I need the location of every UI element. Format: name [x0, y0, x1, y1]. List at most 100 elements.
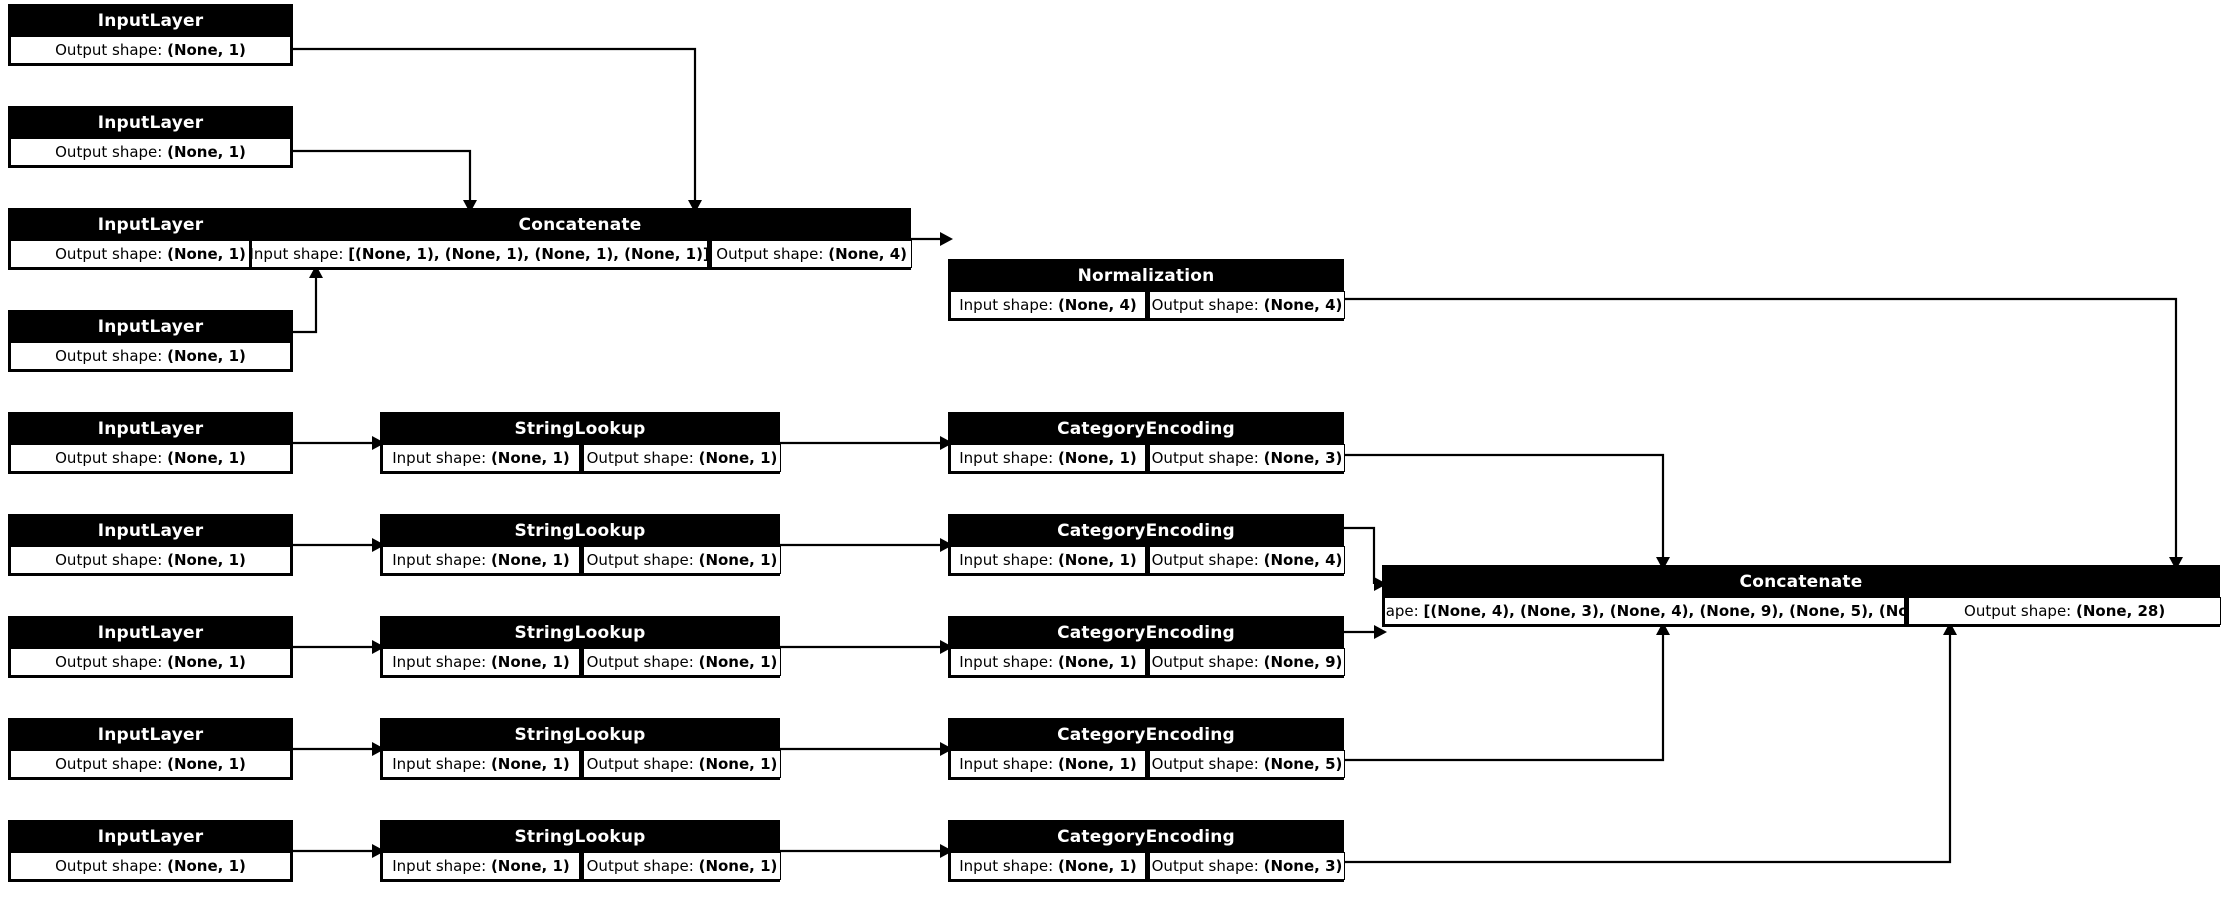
shape-label: Input shape: — [392, 755, 491, 773]
shape-label: Output shape: — [55, 41, 168, 59]
node-title-input_5: InputLayer — [10, 414, 291, 444]
node-shapes-input_1: Output shape: (None, 1) — [10, 36, 291, 64]
node-title-normalization: Normalization — [950, 261, 1342, 291]
shape-label: Input shape: — [392, 653, 491, 671]
shape-value: [(None, 1), (None, 1), (None, 1), (None,… — [348, 245, 709, 263]
shape-label: Input shape: — [959, 653, 1058, 671]
node-shapes-catenc_1: Input shape: (None, 1)Output shape: (Non… — [950, 444, 1345, 472]
shape-label: Output shape: — [55, 449, 168, 467]
shape-value: (None, 1) — [490, 857, 570, 875]
shape-label: Output shape: — [55, 551, 168, 569]
node-shapes-input_4: Output shape: (None, 1) — [10, 342, 291, 370]
shape-value: (None, 1) — [167, 41, 246, 59]
node-title-input_2: InputLayer — [10, 108, 291, 138]
node-title-catenc_3: CategoryEncoding — [950, 618, 1342, 648]
node-title-lookup_1: StringLookup — [382, 414, 778, 444]
e-input4-concatnum — [293, 278, 318, 334]
input-shape-catenc_1: Input shape: (None, 1) — [950, 444, 1146, 472]
shape-label: Output shape: — [55, 653, 168, 671]
shape-value: (None, 1) — [167, 347, 246, 365]
shape-value: (None, 1) — [1057, 755, 1137, 773]
output-shape-catenc_4: Output shape: (None, 5) — [1149, 750, 1345, 778]
output-shape-input_6: Output shape: (None, 1) — [10, 546, 291, 574]
input-shape-catenc_2: Input shape: (None, 1) — [950, 546, 1146, 574]
shape-value: (None, 28) — [2076, 602, 2166, 620]
shape-value: (None, 1) — [167, 143, 246, 161]
shape-label: Input shape: — [392, 551, 491, 569]
e-catenc1-concatall — [1344, 453, 1665, 557]
node-title-lookup_4: StringLookup — [382, 720, 778, 750]
output-shape-input_1: Output shape: (None, 1) — [10, 36, 291, 64]
output-shape-catenc_5: Output shape: (None, 3) — [1149, 852, 1345, 880]
node-title-input_6: InputLayer — [10, 516, 291, 546]
shape-value: (None, 1) — [1057, 449, 1137, 467]
node-shapes-normalization: Input shape: (None, 4)Output shape: (Non… — [950, 291, 1345, 319]
shape-value: (None, 3) — [1263, 449, 1343, 467]
shape-label: Input shape: — [959, 755, 1058, 773]
shape-label: Output shape: — [55, 245, 168, 263]
node-shapes-lookup_4: Input shape: (None, 1)Output shape: (Non… — [382, 750, 781, 778]
node-shapes-concat_num: Input shape: [(None, 1), (None, 1), (Non… — [251, 240, 912, 268]
e-norm-concatall — [1344, 297, 2178, 557]
shape-label: Input shape: — [959, 449, 1058, 467]
output-shape-input_3: Output shape: (None, 1) — [10, 240, 291, 268]
node-shapes-lookup_3: Input shape: (None, 1)Output shape: (Non… — [382, 648, 781, 676]
output-shape-lookup_2: Output shape: (None, 1) — [583, 546, 781, 574]
shape-label: Input shape: — [392, 449, 491, 467]
node-title-input_8: InputLayer — [10, 720, 291, 750]
output-shape-lookup_4: Output shape: (None, 1) — [583, 750, 781, 778]
shape-value: (None, 1) — [698, 551, 778, 569]
input-shape-lookup_4: Input shape: (None, 1) — [382, 750, 580, 778]
shape-value: (None, 1) — [1057, 653, 1137, 671]
shape-label: Output shape: — [55, 755, 168, 773]
shape-value: (None, 1) — [1057, 551, 1137, 569]
shape-label: Input shape: — [959, 857, 1058, 875]
node-shapes-catenc_3: Input shape: (None, 1)Output shape: (Non… — [950, 648, 1345, 676]
output-shape-input_7: Output shape: (None, 1) — [10, 648, 291, 676]
node-title-catenc_2: CategoryEncoding — [950, 516, 1342, 546]
shape-value: (None, 1) — [490, 449, 570, 467]
e-input1-concatnum — [293, 47, 697, 200]
node-shapes-input_2: Output shape: (None, 1) — [10, 138, 291, 166]
node-title-input_9: InputLayer — [10, 822, 291, 852]
shape-value: (None, 1) — [698, 449, 778, 467]
shape-label: Output shape: — [586, 551, 699, 569]
shape-value: (None, 1) — [167, 755, 246, 773]
shape-label: Output shape: — [1151, 653, 1264, 671]
shape-label: Output shape: — [1151, 755, 1264, 773]
node-title-lookup_2: StringLookup — [382, 516, 778, 546]
output-shape-concat_num: Output shape: (None, 4) — [711, 240, 912, 268]
node-shapes-lookup_2: Input shape: (None, 1)Output shape: (Non… — [382, 546, 781, 574]
shape-label: Output shape: — [1151, 449, 1264, 467]
shape-value: (None, 1) — [167, 857, 246, 875]
output-shape-lookup_3: Output shape: (None, 1) — [583, 648, 781, 676]
output-shape-catenc_1: Output shape: (None, 3) — [1149, 444, 1345, 472]
node-title-input_7: InputLayer — [10, 618, 291, 648]
shape-value: (None, 1) — [490, 551, 570, 569]
input-shape-catenc_5: Input shape: (None, 1) — [950, 852, 1146, 880]
shape-value: (None, 1) — [167, 245, 246, 263]
